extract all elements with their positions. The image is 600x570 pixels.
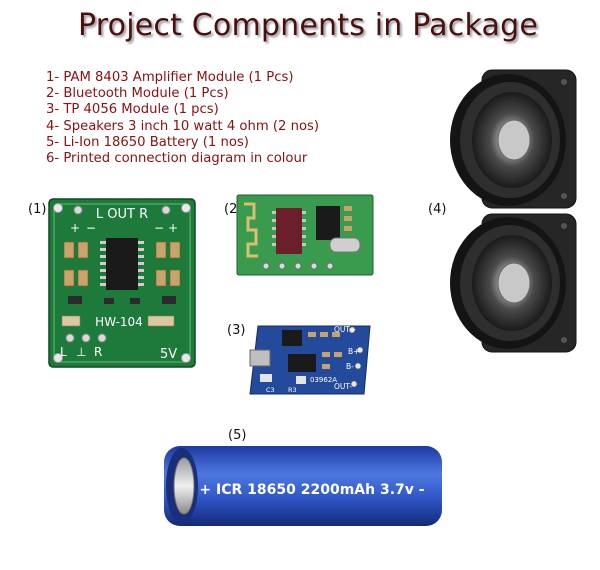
tp-ref: 03962A — [310, 376, 337, 384]
list-item: 1- PAM 8403 Amplifier Module (1 Pcs) — [46, 70, 294, 85]
component-list: 1- PAM 8403 Amplifier Module (1 Pcs) 2- … — [46, 70, 319, 167]
speaker-bottom — [450, 213, 577, 353]
tp-c3: C3 — [266, 386, 275, 394]
label-4: (4) — [428, 202, 447, 217]
pam-in-r: R — [94, 345, 102, 359]
pam-minus-left: − — [86, 221, 96, 235]
pam-power-label: 5V — [160, 347, 177, 362]
battery-label: + ICR 18650 2200mAh 3.7v - — [199, 482, 424, 498]
label-5: (5) — [228, 428, 247, 443]
pam-minus-right: − — [154, 221, 164, 235]
tp4056-module-image: OUT+ B+ B- OUT- 03962A C3 R3 — [249, 325, 371, 395]
pam-in-l: L — [60, 345, 67, 359]
pam-plus-right: + — [168, 221, 178, 235]
tp-r3: R3 — [288, 386, 297, 394]
speaker-top — [450, 69, 577, 209]
pam8403-module-image: L OUT R + − − + HW-104 L ⊥ R 5V — [48, 198, 196, 368]
tp-out-plus: OUT+ — [334, 325, 356, 334]
list-item: 4- Speakers 3 inch 10 watt 4 ohm (2 nos) — [46, 118, 320, 134]
battery-18650-image: + ICR 18650 2200mAh 3.7v - — [164, 446, 442, 526]
pam-plus-left: + — [70, 221, 80, 235]
tp-b-minus: B- — [346, 362, 354, 371]
bluetooth-module-image — [236, 194, 374, 276]
list-item: 6- Printed connection diagram in colour — [46, 151, 308, 167]
list-item: 5- Li-Ion 18650 Battery (1 nos) — [46, 134, 249, 150]
tp-b-plus: B+ — [348, 347, 359, 356]
speakers-image — [450, 69, 577, 353]
pam-chip-label: HW-104 — [95, 315, 143, 329]
tp-out-minus: OUT- — [334, 382, 352, 391]
label-1: (1) — [28, 202, 47, 217]
list-item: 2- Bluetooth Module (1 Pcs) — [46, 86, 229, 102]
pam-in-gnd: ⊥ — [76, 345, 86, 359]
list-item: 3- TP 4056 Module (1 pcs) — [46, 102, 219, 118]
pam-top-label: L OUT R — [96, 207, 148, 222]
page-title: Project Compnents in Package — [78, 8, 538, 43]
label-3: (3) — [227, 323, 246, 338]
